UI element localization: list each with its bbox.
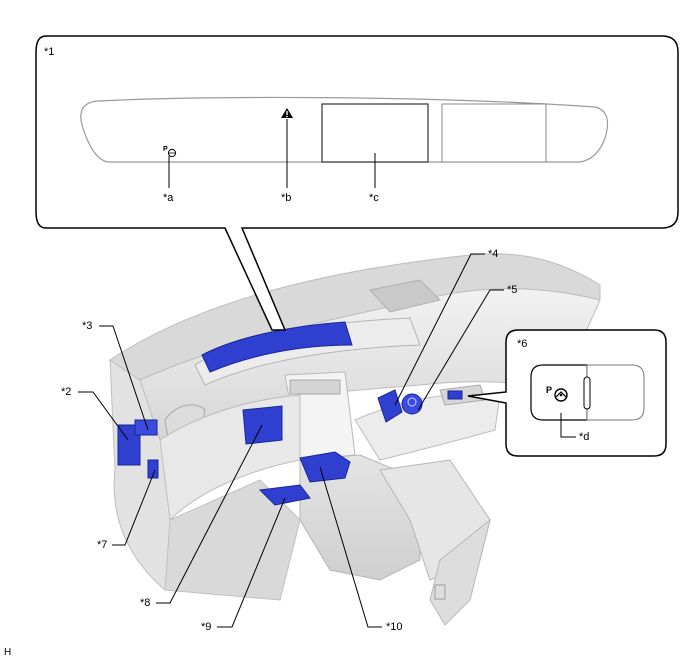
callout-5: *5 bbox=[507, 284, 518, 296]
dashboard-illustration bbox=[109, 253, 601, 626]
p-steering-indicator-icon: P bbox=[163, 146, 177, 158]
component-9-highlight bbox=[258, 484, 311, 506]
callout-8: *8 bbox=[140, 597, 151, 609]
component-6-highlight bbox=[447, 390, 463, 400]
component-3-highlight bbox=[134, 419, 158, 436]
switch-right-half bbox=[586, 364, 645, 421]
component-7-highlight bbox=[147, 459, 159, 479]
corner-mark: H bbox=[4, 647, 12, 658]
label-a: *a bbox=[163, 192, 174, 204]
component-4-highlight bbox=[377, 389, 403, 423]
svg-text:P: P bbox=[546, 385, 552, 395]
callout-7: *7 bbox=[97, 539, 108, 551]
label-c: *c bbox=[369, 192, 379, 204]
component-10-highlight bbox=[299, 451, 351, 483]
label-b: *b bbox=[281, 192, 292, 204]
callout-2: *2 bbox=[61, 386, 72, 398]
leader-lines bbox=[78, 253, 504, 628]
combination-meter-highlight bbox=[201, 321, 353, 373]
display-right bbox=[441, 103, 547, 163]
callout-9: *9 bbox=[201, 621, 212, 633]
label-d: *d bbox=[579, 431, 590, 443]
detail-1-callout-box: P bbox=[35, 35, 679, 331]
detail-6-title: *6 bbox=[517, 338, 528, 350]
detail-6-callout-box: P bbox=[467, 329, 667, 457]
callout-3: *3 bbox=[82, 320, 93, 332]
svg-text:P: P bbox=[163, 146, 168, 153]
display-c bbox=[321, 103, 429, 163]
p-steering-indicator-icon-d: P bbox=[546, 385, 568, 402]
component-8-highlight bbox=[242, 405, 283, 445]
switch-left-half bbox=[530, 364, 588, 421]
warning-triangle-icon bbox=[281, 108, 293, 118]
callout-4: *4 bbox=[488, 248, 499, 260]
component-5-highlight bbox=[401, 393, 423, 415]
callout-10: *10 bbox=[386, 621, 403, 633]
detail-1-title: *1 bbox=[44, 46, 55, 58]
